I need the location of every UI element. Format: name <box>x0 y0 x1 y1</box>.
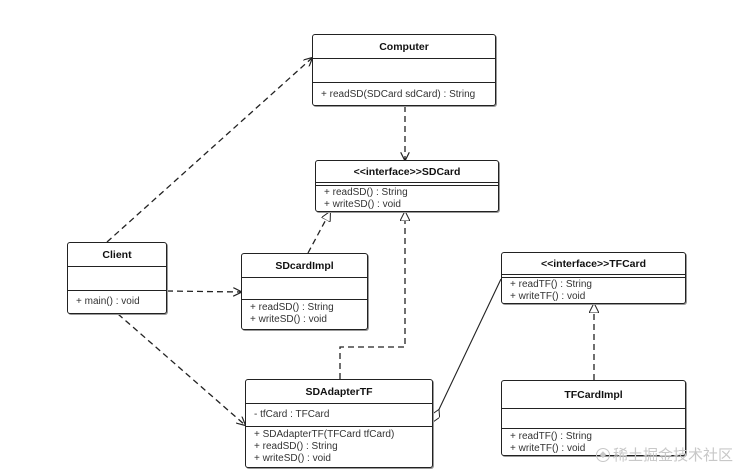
method-line: + writeSD() : void <box>254 453 331 464</box>
methods-section: + readTF() : String + writeTF() : void <box>502 429 685 455</box>
attributes-section <box>502 275 685 278</box>
watermark-text: 稀土掘金技术社区 <box>613 447 734 464</box>
attributes-section <box>502 409 685 429</box>
sdcardimpl-to-sdcard-realization <box>307 212 330 254</box>
methods-section: + readSD(SDCard sdCard) : String <box>313 83 495 101</box>
class-name: Computer <box>313 35 495 59</box>
client-to-sdadaptertf-dependency <box>117 313 245 425</box>
methods-section: + readSD() : String + writeSD() : void <box>316 186 498 211</box>
attributes-section <box>316 183 498 186</box>
attributes-section <box>242 278 367 300</box>
methods-section: + readSD() : String + writeSD() : void <box>242 300 367 326</box>
class-name: TFCardImpl <box>502 381 685 409</box>
class-sdadaptertf[interactable]: SDAdapterTF - tfCard : TFCard + SDAdapte… <box>245 379 433 468</box>
client-to-computer-dependency <box>106 58 312 243</box>
class-client[interactable]: Client + main() : void <box>67 242 167 314</box>
sdadaptertf-to-sdcard-realization <box>339 212 405 379</box>
class-name: Client <box>68 243 166 267</box>
class-computer[interactable]: Computer + readSD(SDCard sdCard) : Strin… <box>312 34 496 106</box>
sdadaptertf-to-tfcard-aggregation <box>433 278 502 422</box>
watermark: ◆ 稀土掘金技术社区 <box>596 444 733 465</box>
methods-section: + SDAdapterTF(TFCard tfCard) + readSD() … <box>246 427 432 465</box>
method-line: + readTF() : String <box>510 431 592 442</box>
class-tfcard-interface[interactable]: <<interface>>TFCard + readTF() : String … <box>501 252 686 304</box>
client-to-sdcardimpl-dependency <box>166 291 241 292</box>
method-line: + writeSD() : void <box>250 314 327 325</box>
juejin-logo-icon: ◆ <box>596 447 610 462</box>
method-line: + writeTF() : void <box>510 291 586 302</box>
method-line: + readSD() : String <box>324 187 408 198</box>
method-line: + readTF() : String <box>510 279 592 290</box>
methods-section: + main() : void <box>68 291 166 308</box>
attribute-line: - tfCard : TFCard <box>254 409 330 420</box>
attributes-section <box>313 59 495 83</box>
attributes-section <box>68 267 166 291</box>
class-name: <<interface>>SDCard <box>316 161 498 183</box>
method-line: + writeTF() : void <box>510 443 586 454</box>
class-sdcard-interface[interactable]: <<interface>>SDCard + readSD() : String … <box>315 160 499 212</box>
method-line: + writeSD() : void <box>324 199 401 210</box>
class-name: <<interface>>TFCard <box>502 253 685 275</box>
methods-section: + readTF() : String + writeTF() : void <box>502 278 685 303</box>
class-tfcardimpl[interactable]: TFCardImpl + readTF() : String + writeTF… <box>501 380 686 456</box>
method-line: + readSD(SDCard sdCard) : String <box>321 89 476 100</box>
method-line: + SDAdapterTF(TFCard tfCard) <box>254 429 395 440</box>
method-line: + main() : void <box>76 296 140 307</box>
attributes-section: - tfCard : TFCard <box>246 404 432 427</box>
class-sdcardimpl[interactable]: SDcardImpl + readSD() : String + writeSD… <box>241 253 368 330</box>
method-line: + readSD() : String <box>254 441 338 452</box>
method-line: + readSD() : String <box>250 302 334 313</box>
class-name: SDAdapterTF <box>246 380 432 404</box>
class-name: SDcardImpl <box>242 254 367 278</box>
